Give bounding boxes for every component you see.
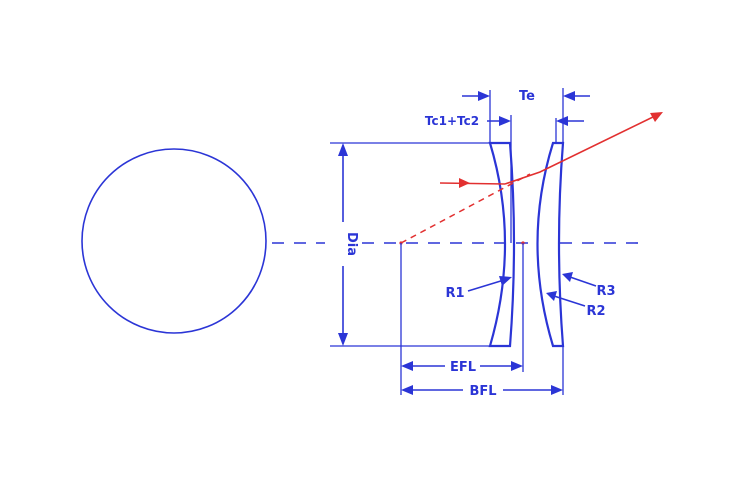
tc-arrow-left <box>499 116 511 126</box>
dia-arrow-down <box>338 333 348 346</box>
r1-leader <box>467 279 505 292</box>
r2-leader <box>553 295 586 307</box>
efl-arrow-left <box>401 361 413 371</box>
outgoing-ray-arrow <box>650 112 663 122</box>
virtual-ray <box>400 173 531 244</box>
bfl-label: BFL <box>469 384 496 399</box>
r3-leader <box>569 276 597 287</box>
r2-label: R2 <box>586 304 605 319</box>
lens-element-1 <box>488 141 516 348</box>
tc-sum-label: Tc1+Tc2 <box>425 114 479 128</box>
efl-label: EFL <box>450 360 476 375</box>
tc-arrow-right <box>556 116 568 126</box>
te-arrow-right <box>563 91 575 101</box>
r1-arrow <box>499 276 512 286</box>
lens-front-view-circle <box>81 148 267 334</box>
bfl-arrow-left <box>401 385 413 395</box>
lens-element-2 <box>536 141 565 348</box>
r1-label: R1 <box>445 286 464 301</box>
efl-arrow-right <box>511 361 523 371</box>
r3-arrow <box>562 272 573 282</box>
te-arrow-left <box>478 91 490 101</box>
bfl-arrow-right <box>551 385 563 395</box>
incoming-ray-arrow <box>459 178 470 188</box>
te-label: Te <box>519 89 535 104</box>
incoming-ray <box>439 182 506 185</box>
refracted-ray <box>504 115 656 185</box>
dia-arrow-up <box>338 143 348 156</box>
dia-label: Dia <box>344 232 359 256</box>
r2-arrow <box>546 291 557 301</box>
r3-label: R3 <box>596 284 615 299</box>
